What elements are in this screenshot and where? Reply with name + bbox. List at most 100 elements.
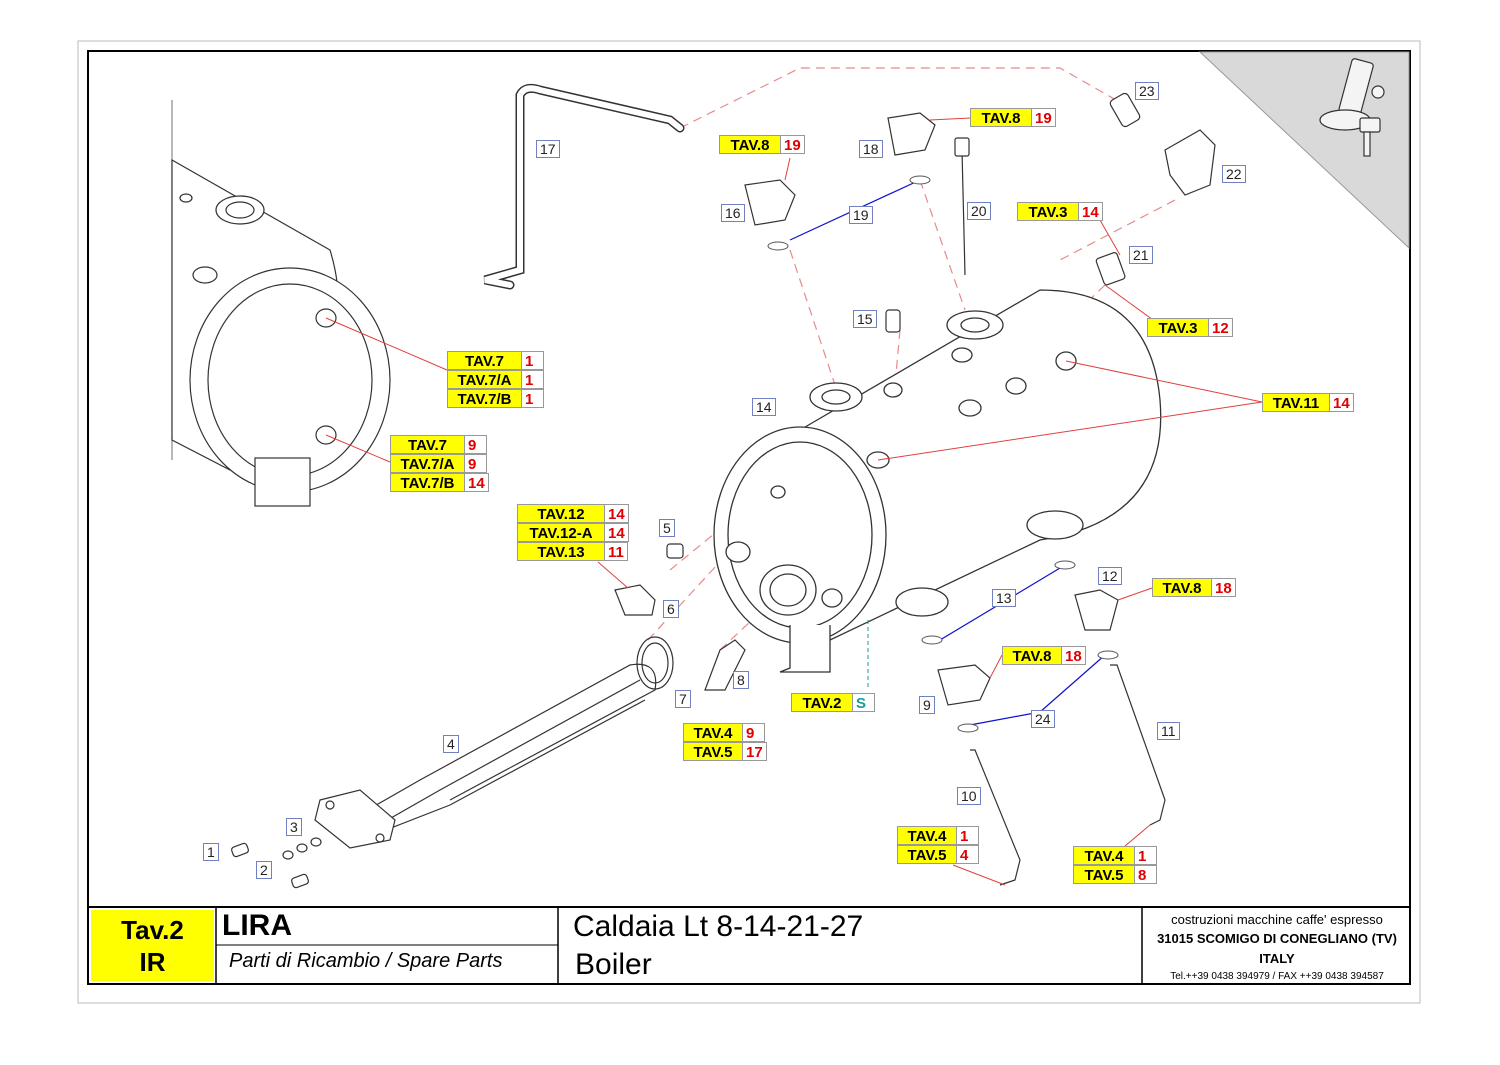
ref-sheet: TAV.7	[447, 351, 522, 370]
ref-sheet: TAV.12	[517, 504, 605, 523]
part-number-11: 11	[1157, 722, 1180, 740]
part-number-21: 21	[1129, 246, 1153, 264]
ref-item: 18	[1212, 578, 1236, 597]
part-number-18: 18	[859, 140, 883, 158]
part-number-4: 4	[443, 735, 459, 753]
heating-element	[314, 663, 657, 849]
ref-item: 9	[465, 435, 487, 454]
ref-item: 4	[957, 845, 979, 864]
ref-sheet: TAV.7	[390, 435, 465, 454]
ref-sheet: TAV.12-A	[517, 523, 605, 542]
part-number-2: 2	[256, 861, 272, 879]
ref-sheet: TAV.3	[1147, 318, 1209, 337]
ref-sheet: TAV.2	[791, 693, 853, 712]
sheet-code-line1: Tav.2	[121, 914, 184, 945]
part-number-7: 7	[675, 690, 691, 708]
ref-item: 14	[605, 504, 629, 523]
ref-sheet: TAV.8	[970, 108, 1032, 127]
part-number-13: 13	[992, 589, 1016, 607]
ref-item: 12	[1209, 318, 1233, 337]
ref-item: 18	[1062, 646, 1086, 665]
company-country: ITALY	[1259, 951, 1295, 966]
model-name: LIRA	[222, 909, 292, 942]
ref-item: 19	[1032, 108, 1056, 127]
ref-item: 1	[522, 370, 544, 389]
company-contact: Tel.++39 0438 394979 / FAX ++39 0438 394…	[1170, 971, 1384, 982]
part-number-14: 14	[752, 398, 776, 416]
sheet-code: Tav.2 IR	[91, 910, 214, 981]
ref-sheet: TAV.11	[1262, 393, 1330, 412]
sheet-title: Caldaia Lt 8-14-21-27	[573, 910, 864, 943]
ref-item: 14	[605, 523, 629, 542]
ref-item: 9	[743, 723, 765, 742]
ref-item: 14	[465, 473, 489, 492]
ref-sheet: TAV.5	[683, 742, 743, 761]
part-number-6: 6	[663, 600, 679, 618]
company-address: 31015 SCOMIGO DI CONEGLIANO (TV)	[1157, 931, 1397, 946]
ref-item: 19	[781, 135, 805, 154]
main-boiler	[713, 289, 1162, 673]
part-number-23: 23	[1135, 82, 1159, 100]
ref-item: 14	[1079, 202, 1103, 221]
ref-sheet: TAV.4	[897, 826, 957, 845]
part-number-1: 1	[203, 843, 219, 861]
part-number-20: 20	[967, 202, 991, 220]
part-number-8: 8	[733, 671, 749, 689]
ref-item: 17	[743, 742, 767, 761]
machine-thumbnail-icon	[1319, 58, 1385, 157]
part-number-9: 9	[919, 696, 935, 714]
ref-item: 8	[1135, 865, 1157, 884]
part-number-10: 10	[957, 787, 981, 805]
ref-sheet: TAV.5	[1073, 865, 1135, 884]
sheet-subtitle: Parti di Ricambio / Spare Parts	[229, 950, 503, 972]
company-tagline: costruzioni macchine caffe' espresso	[1171, 912, 1383, 927]
ref-item: 14	[1330, 393, 1354, 412]
part-number-5: 5	[659, 519, 675, 537]
ref-item: 9	[465, 454, 487, 473]
ref-sheet: TAV.7/A	[447, 370, 522, 389]
part-number-17: 17	[536, 140, 560, 158]
part-number-3: 3	[286, 818, 302, 836]
part-number-19: 19	[849, 206, 873, 224]
ref-sheet: TAV.8	[1152, 578, 1212, 597]
ref-item: S	[853, 693, 875, 712]
ref-item: 1	[522, 351, 544, 370]
sheet-code-line2: IR	[139, 946, 166, 977]
ref-item: 1	[957, 826, 979, 845]
ref-sheet: TAV.13	[517, 542, 605, 561]
ref-sheet: TAV.4	[683, 723, 743, 742]
ref-sheet: TAV.3	[1017, 202, 1079, 221]
ref-sheet: TAV.4	[1073, 846, 1135, 865]
ref-sheet: TAV.7/B	[447, 389, 522, 408]
ref-sheet: TAV.7/A	[390, 454, 465, 473]
ref-item: 1	[522, 389, 544, 408]
ref-sheet: TAV.7/B	[390, 473, 465, 492]
part-number-24: 24	[1031, 710, 1055, 728]
part-number-12: 12	[1098, 567, 1122, 585]
